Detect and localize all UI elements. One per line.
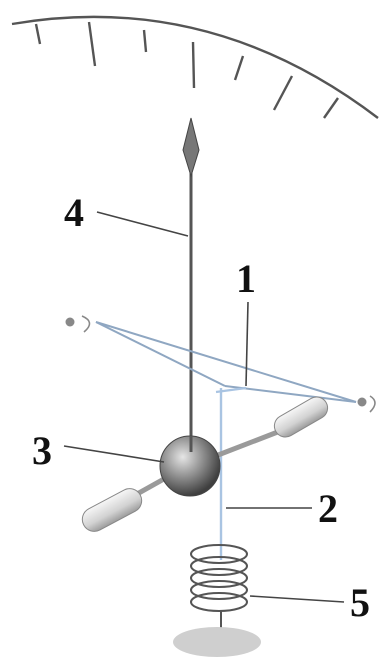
terminal-left xyxy=(66,318,75,327)
pointer xyxy=(183,118,199,440)
terminal-left-lead xyxy=(82,316,90,332)
callout-5: 5 xyxy=(350,580,370,625)
scale xyxy=(12,17,378,118)
scale-arc xyxy=(12,17,378,118)
scale-tick xyxy=(235,56,243,80)
scale-tick xyxy=(324,98,338,118)
counterweight-arm xyxy=(78,393,332,536)
scale-tick xyxy=(274,76,292,110)
leader-4 xyxy=(97,212,188,236)
callout-4: 4 xyxy=(64,190,84,235)
terminal-right xyxy=(358,398,367,407)
base-plate xyxy=(173,627,261,657)
scale-tick xyxy=(36,24,40,44)
spring-coil xyxy=(191,593,247,611)
scale-tick xyxy=(193,42,194,88)
spring xyxy=(191,545,247,634)
leader-3 xyxy=(64,446,164,462)
scale-tick xyxy=(89,22,95,66)
scale-tick xyxy=(144,30,146,52)
pointer-arrowhead-icon xyxy=(183,118,199,176)
counterweight-lower xyxy=(78,484,146,535)
leader-1 xyxy=(246,302,248,386)
leader-5 xyxy=(250,596,344,602)
callout-1: 1 xyxy=(236,256,256,301)
callout-2: 2 xyxy=(318,486,338,531)
terminal-right-lead xyxy=(370,396,375,412)
wire xyxy=(96,322,225,386)
callout-3: 3 xyxy=(32,428,52,473)
counterweight-upper xyxy=(270,393,331,441)
